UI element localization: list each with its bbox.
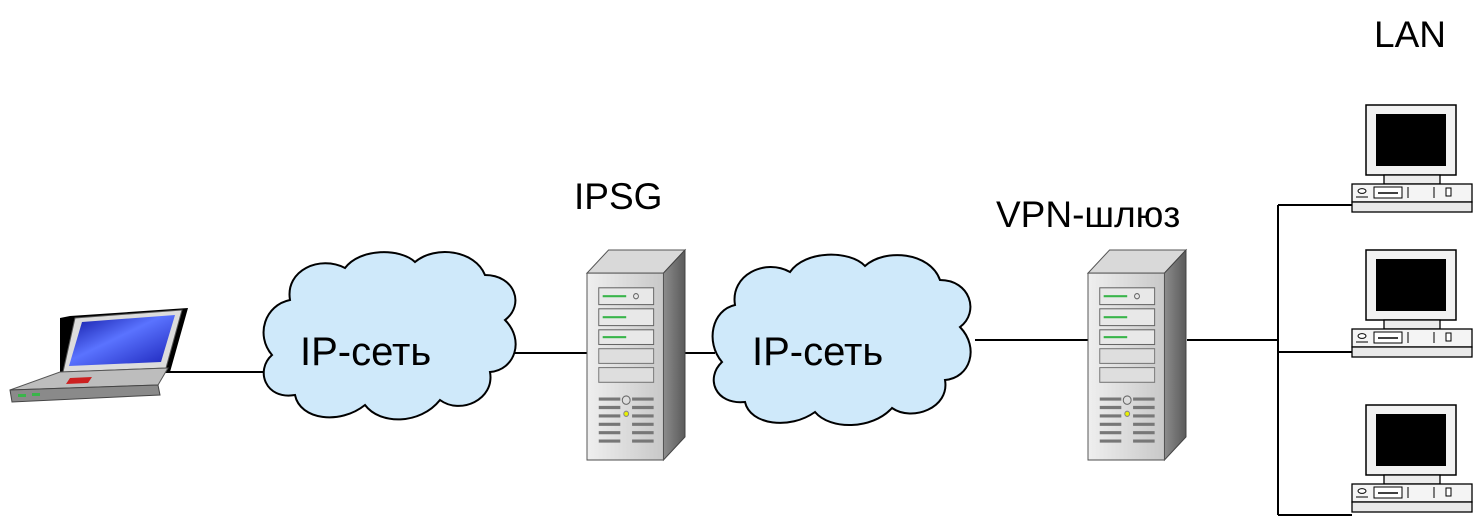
lan-label: LAN <box>1374 14 1446 55</box>
vpn-gateway-server-icon <box>1086 248 1188 462</box>
ipsg-label: IPSG <box>574 176 663 217</box>
lan-host-3-icon <box>1351 404 1473 513</box>
cloud-right-label: IP-сеть <box>752 330 884 374</box>
ip-network-cloud-left <box>262 251 517 421</box>
ip-network-cloud-right <box>711 253 972 426</box>
lan-host-2-icon <box>1351 249 1473 358</box>
cloud-left-label: IP-сеть <box>300 330 432 374</box>
lan-host-1-icon <box>1351 104 1473 213</box>
connection-lines <box>160 204 1352 516</box>
vpn-gateway-label: VPN-шлюз <box>996 194 1181 235</box>
ipsg-server-icon <box>585 248 687 462</box>
laptop-icon <box>9 308 188 403</box>
